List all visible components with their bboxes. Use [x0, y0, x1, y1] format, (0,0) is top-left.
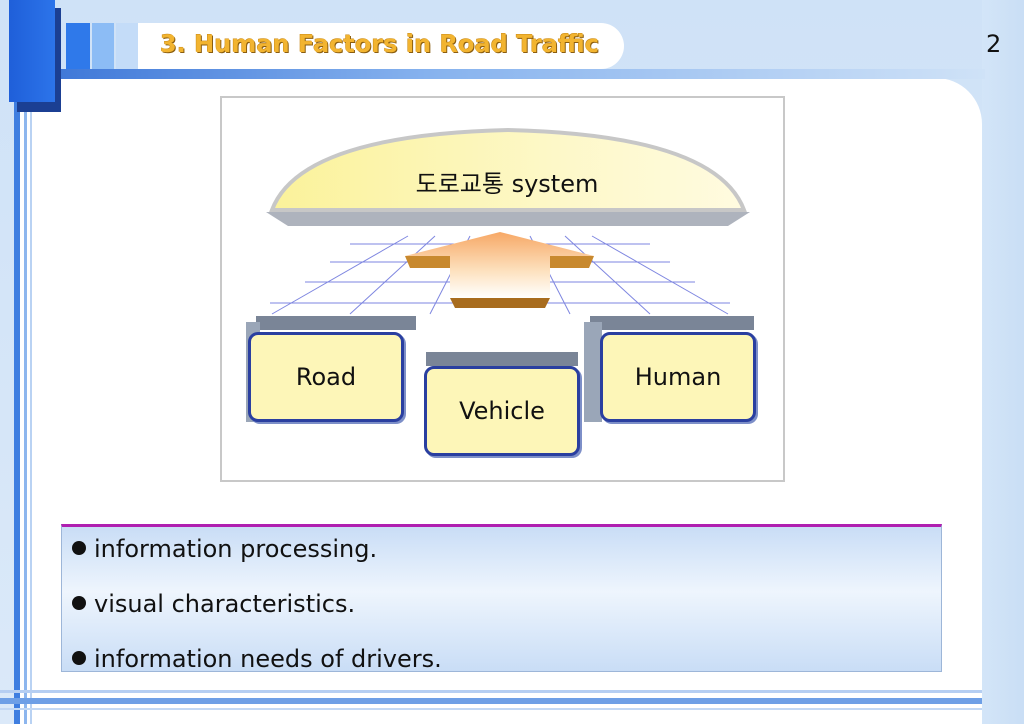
title-pill: [138, 23, 624, 69]
road-box-top: [256, 316, 416, 330]
page-number: 2: [986, 30, 1002, 58]
vehicle-box-top: [426, 352, 578, 366]
bullet-item: visual characteristics.: [72, 590, 355, 618]
logo-stripe: [92, 23, 114, 69]
human-box: Human: [600, 332, 756, 422]
bullet-dot-icon: [72, 541, 86, 555]
road-box: Road: [248, 332, 404, 422]
left-vertical-line: [14, 100, 20, 724]
logo-stripe: [66, 23, 90, 69]
bullet-text: visual characteristics.: [94, 590, 356, 618]
logo-stripe: [116, 23, 138, 69]
slide-title: 3. Human Factors in Road Traffic: [160, 30, 599, 58]
arrow-base: [450, 298, 550, 308]
bullet-dot-icon: [72, 596, 86, 610]
bottom-horizontal-line: [0, 708, 982, 710]
human-label: Human: [634, 363, 722, 391]
bullet-panel: information processing. visual character…: [61, 524, 942, 673]
bullet-item: information needs of drivers.: [72, 645, 442, 673]
bullet-text: information processing.: [94, 535, 378, 563]
header-underline-strip: [55, 69, 985, 79]
logo-block: [9, 0, 55, 102]
arrow-right-wing: [550, 256, 594, 268]
system-dome-base: [266, 212, 750, 226]
bottom-horizontal-line: [0, 690, 982, 693]
vehicle-box: Vehicle: [424, 366, 580, 456]
bullet-item: information processing.: [72, 535, 377, 563]
arrow-left-wing: [405, 256, 450, 268]
system-label: 도로교통 system: [415, 170, 599, 198]
system-dome: [269, 127, 747, 212]
right-side-band: [982, 0, 1024, 724]
up-arrow: [405, 232, 594, 298]
human-box-top: [590, 316, 754, 330]
vehicle-label: Vehicle: [459, 397, 545, 425]
left-vertical-line: [30, 100, 32, 724]
bullet-text: information needs of drivers.: [94, 645, 442, 673]
bullet-dot-icon: [72, 651, 86, 665]
human-box-side: [584, 322, 602, 422]
road-label: Road: [295, 363, 357, 391]
left-vertical-line: [24, 100, 27, 724]
bottom-horizontal-line: [0, 698, 982, 704]
